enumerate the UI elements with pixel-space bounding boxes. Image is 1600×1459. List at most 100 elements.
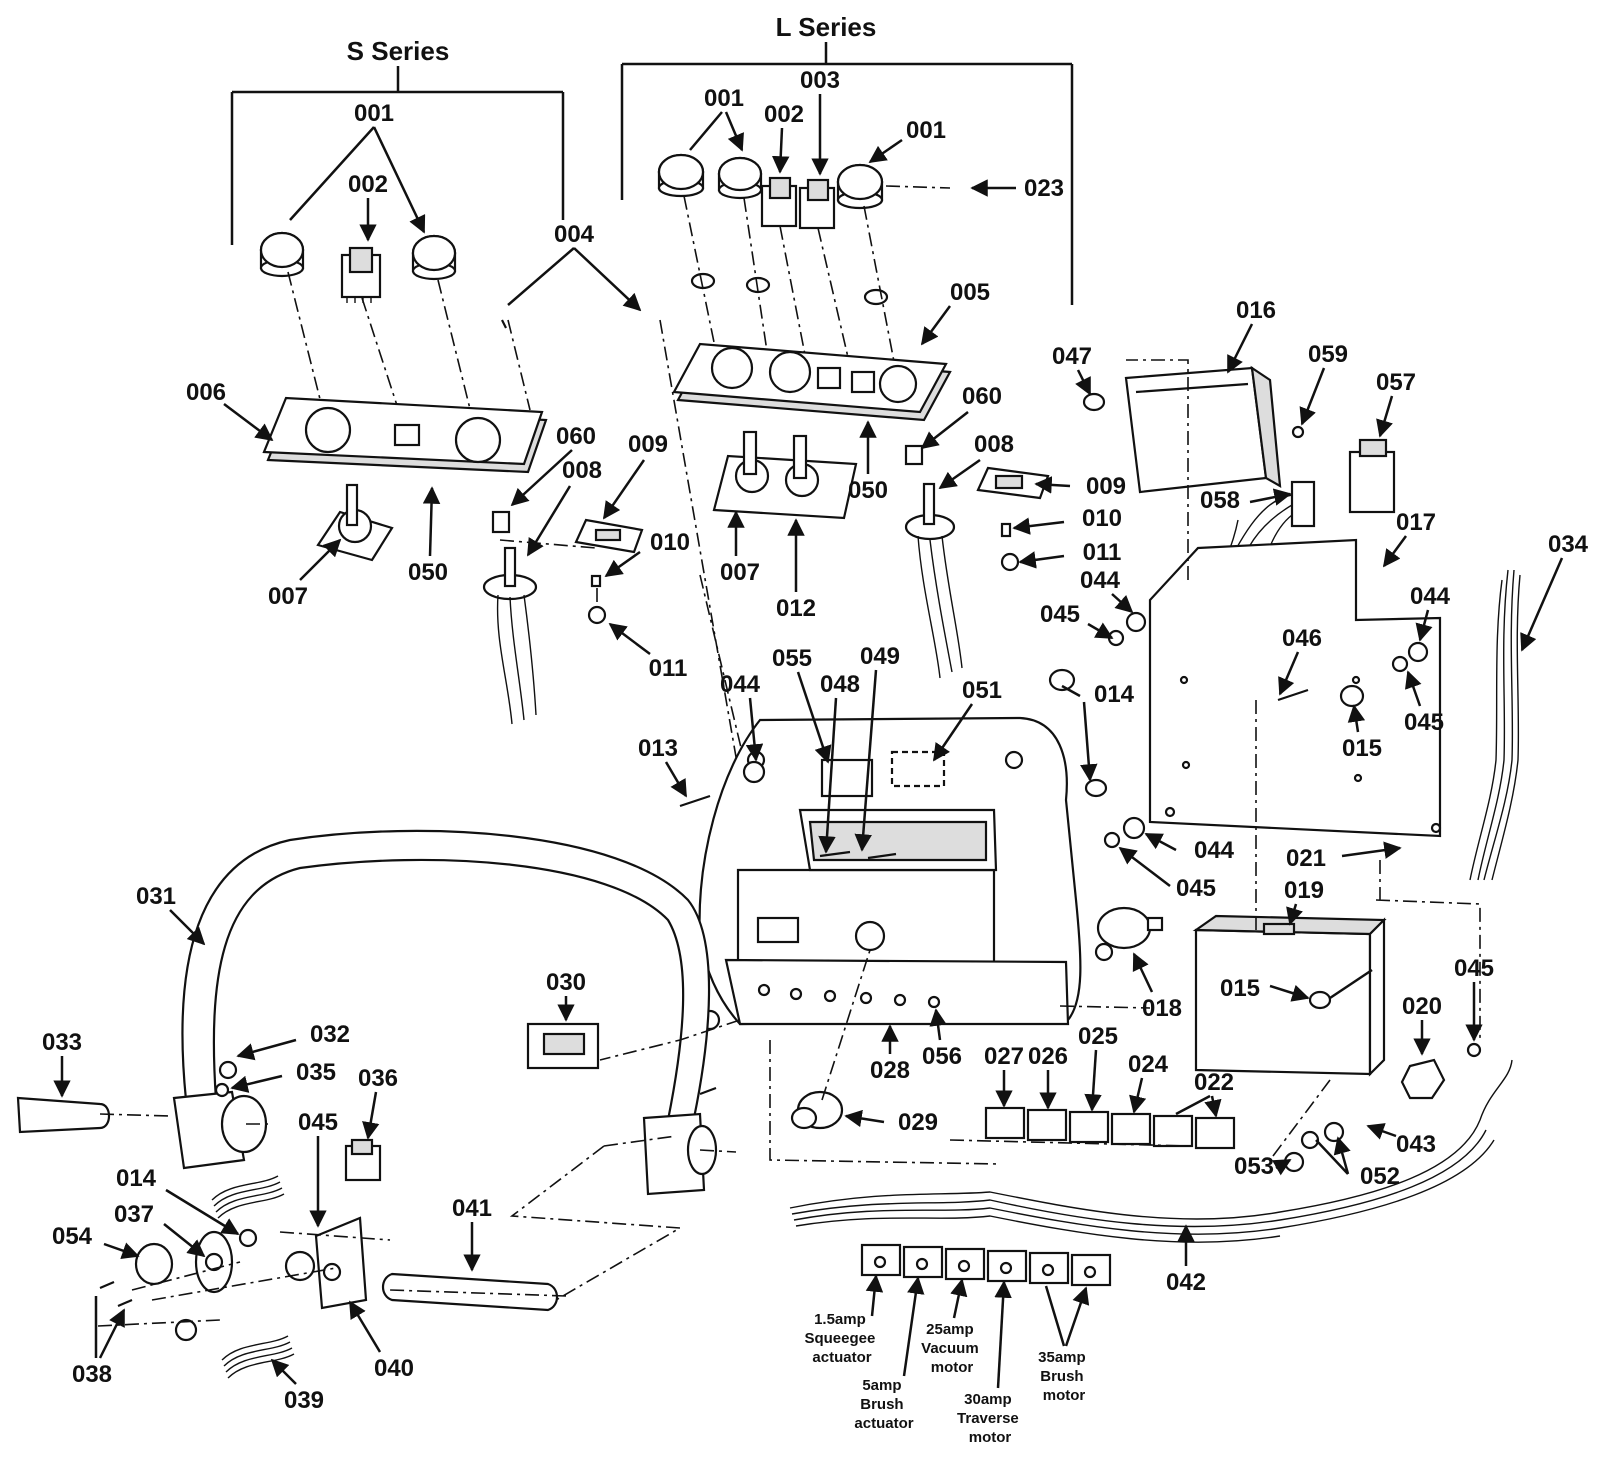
callout-p031: 031	[136, 883, 206, 946]
callout-p044a: 044	[1080, 567, 1134, 614]
grip-041	[381, 1272, 559, 1312]
label-p040: 040	[374, 1355, 414, 1382]
l-series-title: L Series	[776, 12, 877, 42]
l-series-nuts	[690, 272, 889, 306]
callout-p044b: 044	[1410, 583, 1451, 642]
callout-p020: 020	[1402, 993, 1442, 1056]
springs	[211, 1175, 295, 1379]
callout-s010: 010	[604, 529, 690, 578]
label-p027: 027	[984, 1043, 1024, 1070]
callout-p045e: 045	[298, 1109, 338, 1228]
label-p029: 029	[898, 1109, 938, 1136]
callout-p058: 058	[1200, 487, 1292, 514]
callout-p014a: 014	[1061, 681, 1135, 780]
bolt-015-controller	[1308, 968, 1373, 1010]
callout-l002: 002	[764, 101, 804, 174]
l-series-screw-line	[885, 185, 951, 189]
label-p051: 051	[962, 677, 1002, 704]
switch-036	[344, 1138, 382, 1182]
callout-p029: 029	[844, 1109, 938, 1136]
s-series-potentiometer	[316, 483, 394, 562]
label-p045e: 045	[298, 1109, 338, 1136]
s-series-key-switch	[482, 546, 538, 725]
label-p031: 031	[136, 883, 176, 910]
callout-p041: 041	[452, 1195, 492, 1272]
l-series-switch-002	[760, 176, 798, 228]
label-p059: 059	[1308, 341, 1348, 368]
callout-p019: 019	[1284, 877, 1324, 926]
label-p044c: 044	[720, 671, 761, 698]
relay-057	[1348, 438, 1396, 514]
callout-p055: 055	[772, 645, 832, 764]
console-assembly-lines	[599, 359, 1191, 1165]
callout-p015b: 015	[1220, 975, 1310, 1002]
callout-s050: 050	[408, 486, 448, 586]
label-s002: 002	[348, 171, 388, 198]
callout-p044d: 044	[1144, 832, 1235, 864]
callout-p034: 034	[1520, 531, 1589, 652]
fuse-1-text: 1.5amp Squeegee actuator	[804, 1311, 879, 1366]
label-p022: 022	[1194, 1069, 1234, 1096]
callout-p057: 057	[1376, 369, 1416, 438]
s-series-title: S Series	[347, 36, 450, 66]
label-p038: 038	[72, 1361, 112, 1388]
label-p047: 047	[1052, 343, 1092, 370]
l-series-switch-003	[798, 178, 836, 230]
callout-p045b: 045	[1404, 670, 1444, 736]
l-series-knob-2	[717, 156, 763, 200]
l-series-potentiometers	[712, 430, 858, 520]
s-series-screw-004	[501, 319, 507, 329]
callout-p051: 051	[932, 677, 1002, 762]
label-p015b: 015	[1220, 975, 1260, 1002]
label-p026: 026	[1028, 1043, 1068, 1070]
callout-p045a: 045	[1040, 601, 1114, 640]
s-series-extra-lines	[499, 539, 598, 606]
callout-p045c: 045	[1118, 846, 1216, 902]
callout-p040: 040	[348, 1300, 414, 1382]
label-p034: 034	[1548, 531, 1589, 558]
fuse-legend-2: 5amp Brush actuator	[854, 1276, 925, 1432]
callout-p053: 053	[1234, 1153, 1292, 1180]
label-l001b: 001	[906, 117, 946, 144]
callout-p015a: 015	[1342, 704, 1382, 762]
callout-l007: 007	[720, 510, 760, 586]
fuse-3-text: 25amp Vacuum motor	[921, 1321, 983, 1376]
label-p019: 019	[1284, 877, 1324, 904]
l-series-screw-nut	[1000, 522, 1020, 572]
harness-034	[1469, 569, 1521, 881]
callout-p027: 027	[984, 1043, 1024, 1108]
label-l001a: 001	[704, 85, 744, 112]
label-p056: 056	[922, 1043, 962, 1070]
label-l050: 050	[848, 477, 888, 504]
label-p052: 052	[1360, 1163, 1400, 1190]
label-p048: 048	[820, 671, 860, 698]
label-l023: 023	[1024, 175, 1064, 202]
label-l007: 007	[720, 559, 760, 586]
s-series-assembly-lines	[287, 271, 531, 431]
l-series-bracket-060	[904, 444, 924, 466]
s-series-bracket-060	[491, 510, 511, 534]
l-series-control-panel	[672, 342, 952, 422]
label-l003: 003	[800, 67, 840, 94]
label-l005: 005	[950, 279, 990, 306]
callout-s002: 002	[348, 171, 388, 242]
callout-p018: 018	[1132, 952, 1182, 1022]
callout-p043: 043	[1366, 1123, 1436, 1158]
callout-s011: 011	[608, 622, 687, 682]
label-p017: 017	[1396, 509, 1436, 536]
label-p014b: 014	[116, 1165, 157, 1192]
callout-p038: 038	[72, 1296, 124, 1388]
callout-l011: 011	[1018, 539, 1121, 569]
callout-l001a: 001	[689, 85, 744, 150]
label-l009: 009	[1086, 473, 1126, 500]
s-series-rocker-switch	[340, 246, 382, 303]
l-series-knob-1	[657, 153, 705, 198]
label-p049: 049	[860, 643, 900, 670]
fuse-legend-1: 1.5amp Squeegee actuator	[804, 1274, 884, 1366]
s-series-bracket: S Series	[230, 36, 565, 245]
mounting-plate-017	[1148, 538, 1442, 838]
fuse-legend-3: 25amp Vacuum motor	[921, 1278, 983, 1376]
label-s004: 004	[554, 221, 595, 248]
callout-p046: 046	[1278, 625, 1322, 696]
